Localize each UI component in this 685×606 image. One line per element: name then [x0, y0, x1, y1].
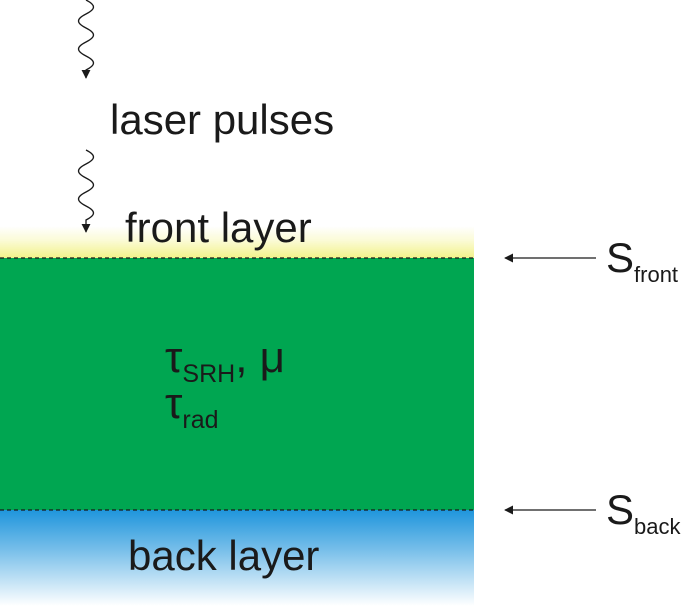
front-surface-label: Sfront — [606, 234, 678, 287]
back-surface-label: Sback — [606, 486, 681, 539]
front-surface-symbol: S — [606, 234, 634, 281]
laser-wave-arrow-top — [77, 0, 95, 79]
mobility-symbol: μ — [260, 333, 285, 382]
bulk-params-line2: τrad — [165, 379, 219, 434]
laser-pulses-label: laser pulses — [110, 96, 334, 143]
back-surface-symbol: S — [606, 486, 634, 533]
rad-subscript: rad — [182, 406, 218, 434]
front-layer-label: front layer — [125, 204, 312, 251]
front-surface-subscript: front — [634, 262, 678, 287]
back-layer-label: back layer — [128, 532, 319, 579]
front-layer-band — [0, 226, 474, 258]
back-layer-band — [0, 510, 474, 606]
laser-wave-arrow-bottom — [77, 149, 95, 233]
bulk-region — [0, 258, 474, 510]
tau-rad-symbol: τ — [165, 379, 183, 428]
srh-subscript: SRH — [182, 360, 235, 388]
bulk-params-line1: τSRH, μ — [165, 333, 285, 388]
tau-srh-symbol: τ — [165, 333, 183, 382]
params-separator: , — [235, 333, 259, 382]
back-surface-subscript: back — [634, 514, 681, 539]
